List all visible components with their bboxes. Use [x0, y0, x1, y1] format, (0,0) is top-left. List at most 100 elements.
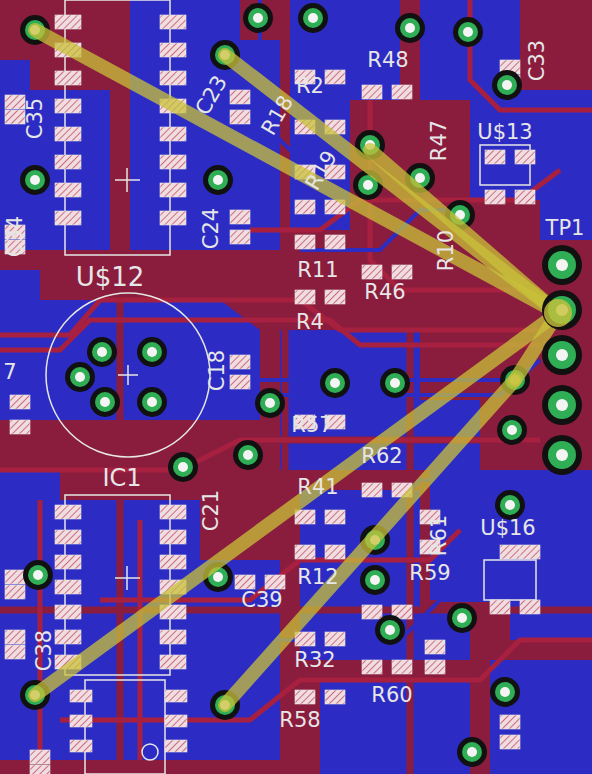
via-ring — [492, 70, 522, 100]
smd-pad — [325, 690, 345, 704]
via — [203, 165, 233, 195]
smd-pad — [515, 150, 535, 164]
via-drill — [385, 625, 395, 635]
smd-pad — [165, 690, 187, 702]
ratsnest-end — [544, 299, 572, 327]
via-ring — [497, 415, 527, 445]
via-ring — [255, 388, 285, 418]
via-drill — [147, 347, 157, 357]
smd-pad — [160, 183, 186, 197]
part-label: R32 — [294, 650, 335, 671]
part-label: U$12 — [76, 264, 145, 290]
via-drill — [502, 80, 512, 90]
via — [380, 368, 410, 398]
smd-pad — [325, 545, 345, 559]
blue-traces — [230, 0, 560, 640]
via-pad — [260, 393, 280, 413]
smd-pad — [362, 265, 382, 279]
smd-pad — [10, 395, 30, 409]
header-drill — [556, 259, 568, 271]
part-label: U$13 — [477, 122, 532, 143]
via-ring — [380, 368, 410, 398]
via-ring — [233, 440, 263, 470]
via-ring — [137, 387, 167, 417]
smd-pad — [500, 735, 520, 749]
smd-pad — [235, 575, 255, 589]
via-ring — [168, 452, 198, 482]
via-drill — [330, 378, 340, 388]
part-label: R11 — [297, 260, 338, 281]
via-pad — [502, 420, 522, 440]
header-drill — [556, 449, 568, 461]
via-drill — [457, 613, 467, 623]
smd-pad — [520, 600, 540, 614]
via — [243, 3, 273, 33]
via-pad — [452, 608, 472, 628]
via — [457, 737, 487, 767]
smd-pad — [325, 70, 345, 84]
via-ring — [490, 677, 520, 707]
ratsnest-line — [35, 30, 558, 705]
via — [395, 13, 425, 43]
via-ring — [65, 362, 95, 392]
via-pad — [365, 570, 385, 590]
smd-pad — [295, 510, 315, 524]
part-label: R61 — [429, 514, 450, 555]
smd-pad — [160, 43, 186, 57]
smd-pad — [230, 375, 250, 389]
smd-pad — [392, 85, 412, 99]
smd-pad — [55, 555, 81, 569]
via-drill — [467, 747, 477, 757]
via-pad — [325, 373, 345, 393]
via — [453, 17, 483, 47]
smd-pad — [55, 580, 81, 594]
header-drill — [556, 349, 568, 361]
via-pad — [303, 8, 323, 28]
via-drill — [243, 450, 253, 460]
part-label: U$16 — [480, 518, 535, 539]
via-drill — [213, 572, 223, 582]
via-pad — [142, 342, 162, 362]
smd-pad — [485, 190, 505, 204]
via-pad — [497, 75, 517, 95]
via-drill — [505, 500, 515, 510]
via-drill — [178, 462, 188, 472]
smd-pad — [485, 150, 505, 164]
via-pad — [248, 8, 268, 28]
smd-pad — [160, 71, 186, 85]
via-drill — [500, 687, 510, 697]
smd-pad — [230, 210, 250, 224]
via-drill — [463, 27, 473, 37]
smd-pad — [5, 110, 25, 124]
smd-pad — [5, 645, 25, 659]
smd-pad — [362, 660, 382, 674]
smd-pad — [55, 155, 81, 169]
via-pad — [25, 170, 45, 190]
smd-pad — [515, 190, 535, 204]
smd-pad — [520, 545, 540, 559]
via-drill — [363, 180, 373, 190]
via — [90, 387, 120, 417]
via — [497, 415, 527, 445]
via-pad — [142, 392, 162, 412]
smd-pad — [362, 85, 382, 99]
smd-pad — [55, 99, 81, 113]
smd-pad — [362, 605, 382, 619]
header-drill — [556, 399, 568, 411]
via — [375, 615, 405, 645]
part-label: R60 — [371, 685, 412, 706]
via — [298, 3, 328, 33]
header-ring — [542, 435, 582, 475]
part-label: R48 — [367, 50, 408, 71]
via-pad — [462, 742, 482, 762]
via-ring — [395, 13, 425, 43]
via-ring — [447, 603, 477, 633]
smd-pad — [55, 211, 81, 225]
via-pad — [458, 22, 478, 42]
part-label: 7 — [3, 362, 16, 383]
via-drill — [253, 13, 263, 23]
smd-pad — [55, 630, 81, 644]
smd-pad — [5, 95, 25, 109]
smd-pad — [325, 290, 345, 304]
smd-pad — [160, 655, 186, 669]
